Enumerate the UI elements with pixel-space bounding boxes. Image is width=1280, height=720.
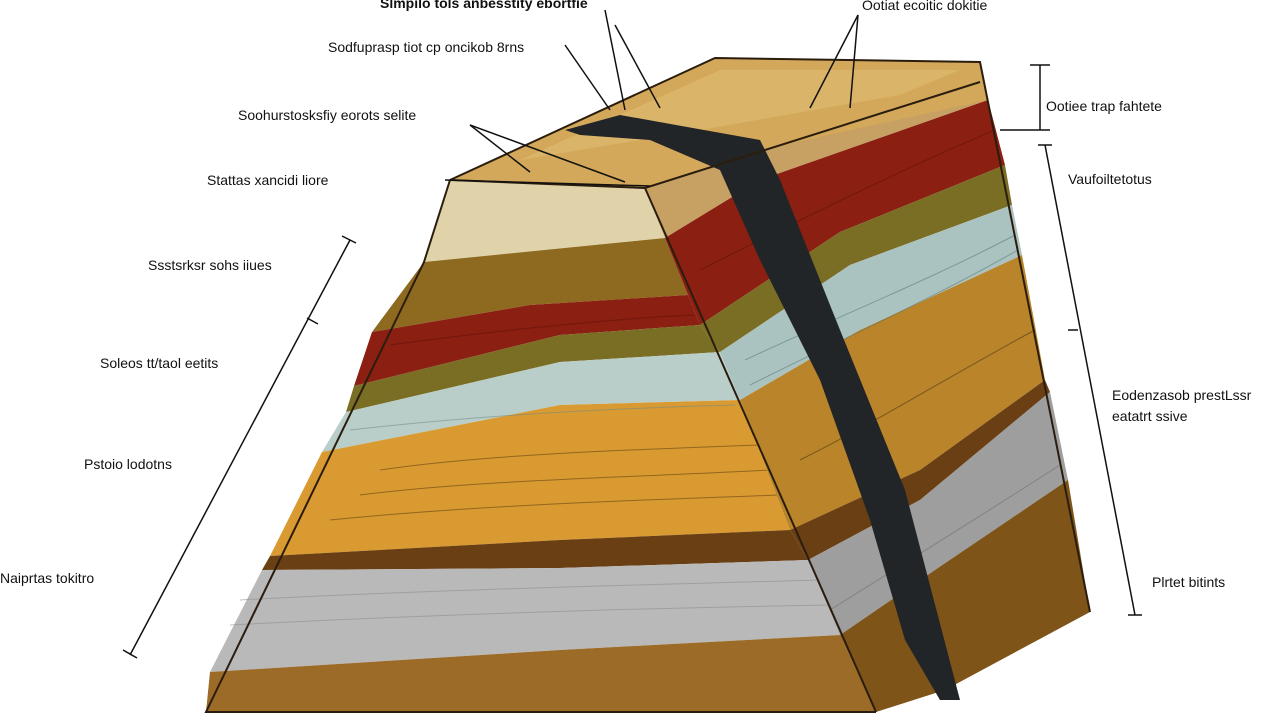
front-texture-lines	[229, 314, 831, 626]
label-left-7: Naiprtas tokitro	[0, 570, 94, 586]
layer-bottom-brown-side	[840, 480, 1090, 712]
label-right-3b: eatatrt ssive	[1112, 408, 1188, 424]
label-left-3: Stattas xancidi liore	[207, 172, 329, 188]
layer-bottom-brown-front	[206, 635, 876, 712]
label-right-4: Plrtet bitints	[1152, 574, 1225, 590]
layer-pale-blue-front	[322, 352, 740, 452]
layer-dark-brown-side	[790, 380, 1050, 560]
diagram-labels: Slmpilo tols anbesstity ebortfie Ootiat …	[0, 0, 1252, 590]
fault-dike	[565, 115, 960, 700]
label-right-1: Ootiee trap fahtete	[1046, 98, 1162, 114]
front-face-layers	[206, 180, 876, 712]
layer-brown-olive-front	[372, 238, 688, 332]
layer-ochre-side	[740, 255, 1045, 530]
label-right-3a: Eodenzasob prestLssr	[1112, 387, 1252, 403]
layer-pale-blue-side	[720, 205, 1022, 400]
side-face-layers	[645, 82, 1090, 712]
side-texture-lines	[699, 129, 1061, 611]
layer-dark-brown-front	[262, 530, 808, 570]
label-top-center: Slmpilo tols anbesstity ebortfie	[380, 0, 588, 11]
label-left-5: Soleos tt/taol eetits	[100, 355, 218, 371]
layer-ochre-front	[270, 400, 790, 556]
label-left-6: Pstoio lodotns	[84, 456, 172, 472]
leader-lines	[122, 9, 1142, 659]
label-top-right: Ootiat ecoitic dokitie	[862, 0, 987, 13]
label-left-1: Sodfuprasp tiot cp oncikob 8rns	[328, 39, 524, 55]
layer-red-oxide-side	[665, 100, 1005, 325]
label-left-2: Soohurstosksfiy eorots selite	[238, 107, 416, 123]
layer-olive-side	[700, 165, 1012, 352]
label-left-4: Ssstsrksr sohs iiues	[148, 257, 272, 273]
layer-olive-front	[346, 325, 720, 412]
layer-gray-side	[808, 392, 1068, 635]
label-right-2: Vaufoiltetotus	[1068, 171, 1152, 187]
layer-gray-front	[210, 560, 840, 672]
layer-red-oxide-front	[354, 295, 700, 386]
layer-sand-side	[645, 82, 988, 238]
layer-sandstone-front	[424, 180, 665, 262]
